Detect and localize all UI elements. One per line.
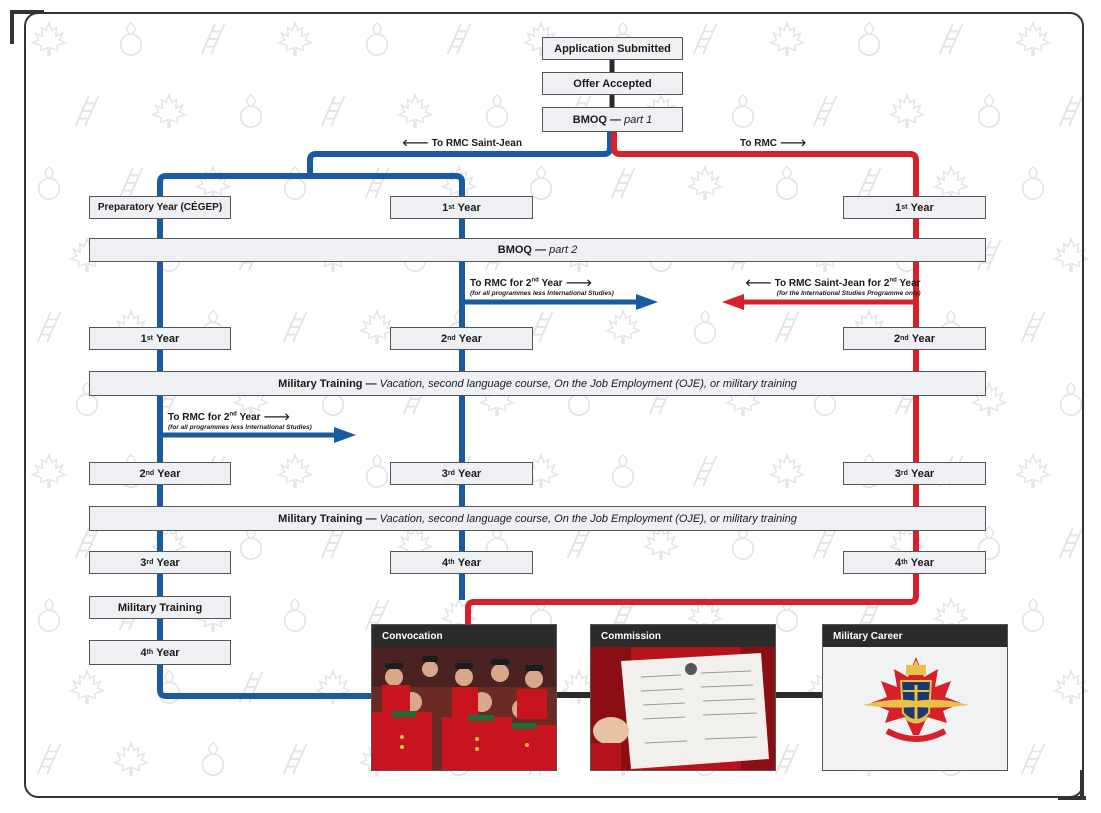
frame-corner	[1080, 770, 1084, 800]
military-training-band-1: Military Training — Vacation, second lan…	[89, 371, 986, 396]
saint-jean-path	[307, 132, 613, 176]
convocation-title: Convocation	[372, 625, 556, 647]
prep-year-box: Preparatory Year (CÉGEP)	[89, 196, 231, 219]
crest-icon	[823, 647, 1007, 770]
step-bmoq-part2: BMOQ — part 2	[89, 238, 986, 262]
arrow-head-icon	[722, 294, 744, 310]
transfer-label-to-rmc: To RMC for 2nd Year 🡒(for all programmes…	[168, 411, 312, 431]
step-bmoq-part1: BMOQ — part 1	[542, 107, 683, 132]
military-career-card: Military Career	[822, 624, 1008, 771]
military-career-title: Military Career	[823, 625, 1007, 647]
transfer-label-to-saint-jean: 🡐 To RMC Saint-Jean for 2nd Year(for the…	[745, 277, 921, 297]
step-offer-accepted: Offer Accepted	[542, 72, 683, 95]
commission-card: Commission	[590, 624, 776, 771]
convocation-card: Convocation	[371, 624, 557, 771]
frame-corner	[10, 10, 44, 14]
commission-photo	[591, 647, 775, 770]
outer-frame	[24, 12, 1084, 798]
transfer-label-to-rmc: To RMC for 2nd Year 🡒(for all programmes…	[470, 277, 614, 297]
prep-track-military-training-box: Military Training	[89, 596, 231, 619]
route-label-rmc: To RMC 🡒	[740, 138, 807, 149]
saint-jean-path	[157, 196, 372, 699]
saint-jean-path	[157, 173, 465, 600]
commission-title: Commission	[591, 625, 775, 647]
frame-corner	[1058, 796, 1086, 800]
arrow-head-icon	[334, 427, 356, 443]
route-label-saint-jean: 🡐 To RMC Saint-Jean	[402, 138, 522, 149]
convocation-photo	[372, 647, 556, 770]
frame-corner	[10, 10, 14, 44]
step-application-submitted: Application Submitted	[542, 37, 683, 60]
military-training-band-2: Military Training — Vacation, second lan…	[89, 506, 986, 531]
arrow-head-icon	[636, 294, 658, 310]
